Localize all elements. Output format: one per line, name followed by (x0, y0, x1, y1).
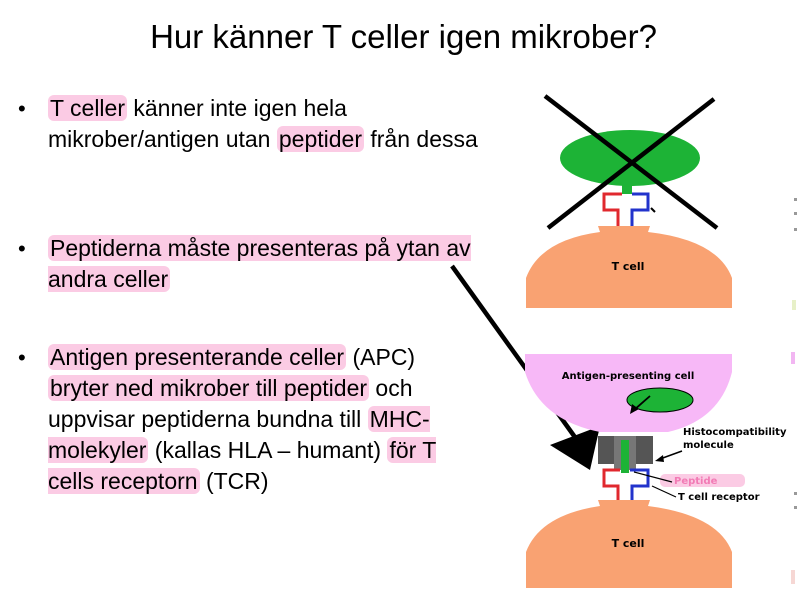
arrow-head (550, 426, 600, 470)
top-t-cell (526, 226, 732, 308)
edge-mark (791, 570, 795, 584)
tcr-label: T cell receptor (678, 492, 760, 503)
antigen-stem (622, 180, 632, 194)
slide-title: Hur känner T celler igen mikrober? (150, 18, 657, 55)
highlighted-text: bryter ned mikrober till peptider (48, 375, 370, 401)
peptide-bar (621, 440, 629, 473)
bottom-t-cell-label: T cell (612, 537, 645, 550)
tcr-red-chain (602, 192, 622, 228)
cross-line-2 (546, 97, 716, 230)
mhc-pointer-head (655, 455, 664, 462)
edge-mark (794, 492, 797, 495)
tcr-blue-chain (630, 192, 650, 228)
top-panel: T cell (526, 94, 732, 308)
top-t-cell-label: T cell (612, 260, 645, 273)
bullet-item-3: • Antigen presenterande celler (APC) bry… (18, 342, 478, 497)
bottom-panel: Antigen-presenting cell T cell (525, 354, 745, 588)
bullet-text: T celler känner inte igen hela mikrober/… (48, 95, 478, 152)
peptide-label: Peptide (674, 476, 718, 487)
bullet-text-segment: (kallas HLA – humant) (148, 437, 388, 463)
edge-mark (794, 198, 797, 201)
mhc-pointer (659, 450, 683, 460)
apc-microbe-ellipse (626, 387, 694, 413)
edge-mark (791, 352, 795, 364)
microbe-ellipse (560, 130, 700, 186)
highlighted-text: T celler (48, 95, 127, 121)
peptide-pointer (633, 471, 673, 483)
bullet-text-segment: från dessa (363, 126, 478, 152)
edge-mark (794, 506, 797, 509)
peptide-label-highlight (660, 474, 745, 487)
tcr-blue-chain-bottom (630, 468, 650, 504)
highlighted-text: Antigen presenterande celler (48, 344, 347, 370)
mhc-label-line1: Histocompatibility (683, 427, 787, 438)
mhc-label-line2: molecule (683, 440, 734, 451)
bullet-item-1: • T celler känner inte igen hela mikrobe… (18, 93, 478, 155)
edge-mark (794, 212, 797, 215)
highlighted-text: peptider (276, 126, 364, 152)
tcr-black-link (650, 207, 656, 213)
apc-cell (525, 354, 732, 432)
bottom-t-cell (526, 500, 732, 588)
tcr-pointer (651, 485, 677, 498)
bullet-text-segment: känner inte igen hela mikrober/antigen u… (48, 95, 347, 152)
bullet-dot: • (18, 236, 26, 261)
edge-mark (794, 228, 797, 231)
bullet-text-segment: (TCR) (199, 468, 269, 494)
bullet-dot: • (18, 96, 26, 121)
apc-arrow-head (630, 404, 639, 414)
bullet-dot: • (18, 345, 26, 370)
bullet-item-2: • Peptiderna måste presenteras på ytan a… (18, 233, 478, 295)
bullet-text-segment: (APC) (346, 344, 416, 370)
edge-mark (792, 300, 796, 310)
bullet-text-segment: och uppvisar peptiderna bundna till (48, 375, 413, 432)
apc-label: Antigen-presenting cell (562, 371, 695, 382)
tcr-red-chain-bottom (602, 468, 620, 504)
